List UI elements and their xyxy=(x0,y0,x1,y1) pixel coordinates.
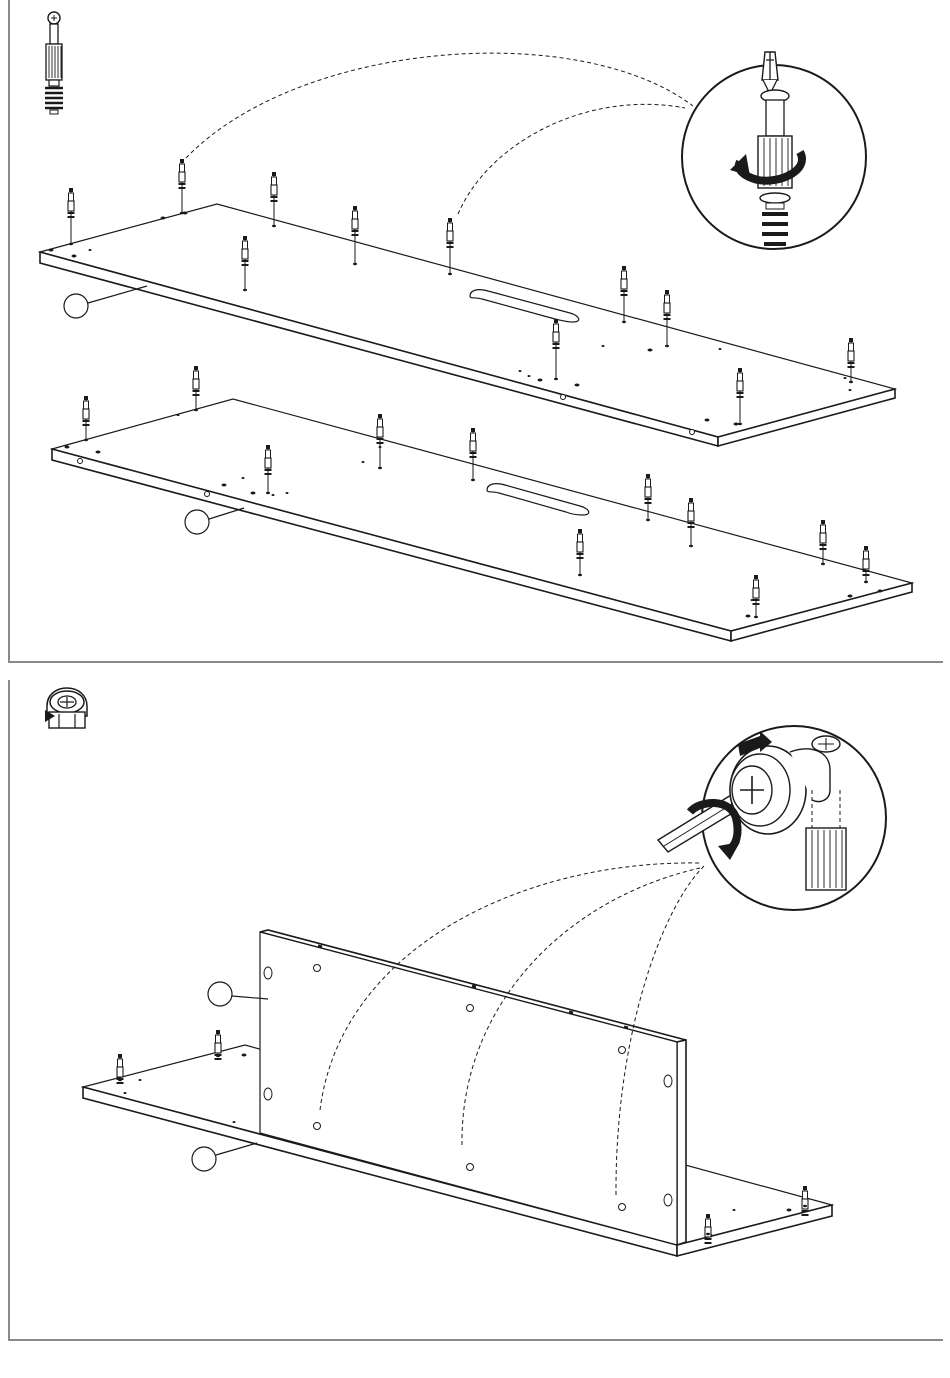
part-label-bottom-panel xyxy=(185,508,244,534)
part-label-base-panel xyxy=(192,1143,257,1171)
bottom-panel xyxy=(52,399,912,641)
cam-lock-icon xyxy=(45,688,87,728)
dowel-icon xyxy=(179,159,186,214)
dowel-icon xyxy=(193,366,200,411)
dowel-icon xyxy=(68,188,75,245)
cam-dowel-icon xyxy=(45,12,63,114)
part-label-top-panel xyxy=(64,286,147,318)
step-1-zoom-detail xyxy=(682,52,866,249)
dowel-icon xyxy=(215,1030,222,1059)
dowel-icon xyxy=(802,1186,809,1215)
dowel-icon xyxy=(117,1054,124,1083)
step-2-zoom-detail xyxy=(658,726,886,910)
step-1-callout-arcs xyxy=(186,53,693,214)
part-label-upright-panel xyxy=(208,982,268,1006)
dowel-icon xyxy=(83,396,90,441)
